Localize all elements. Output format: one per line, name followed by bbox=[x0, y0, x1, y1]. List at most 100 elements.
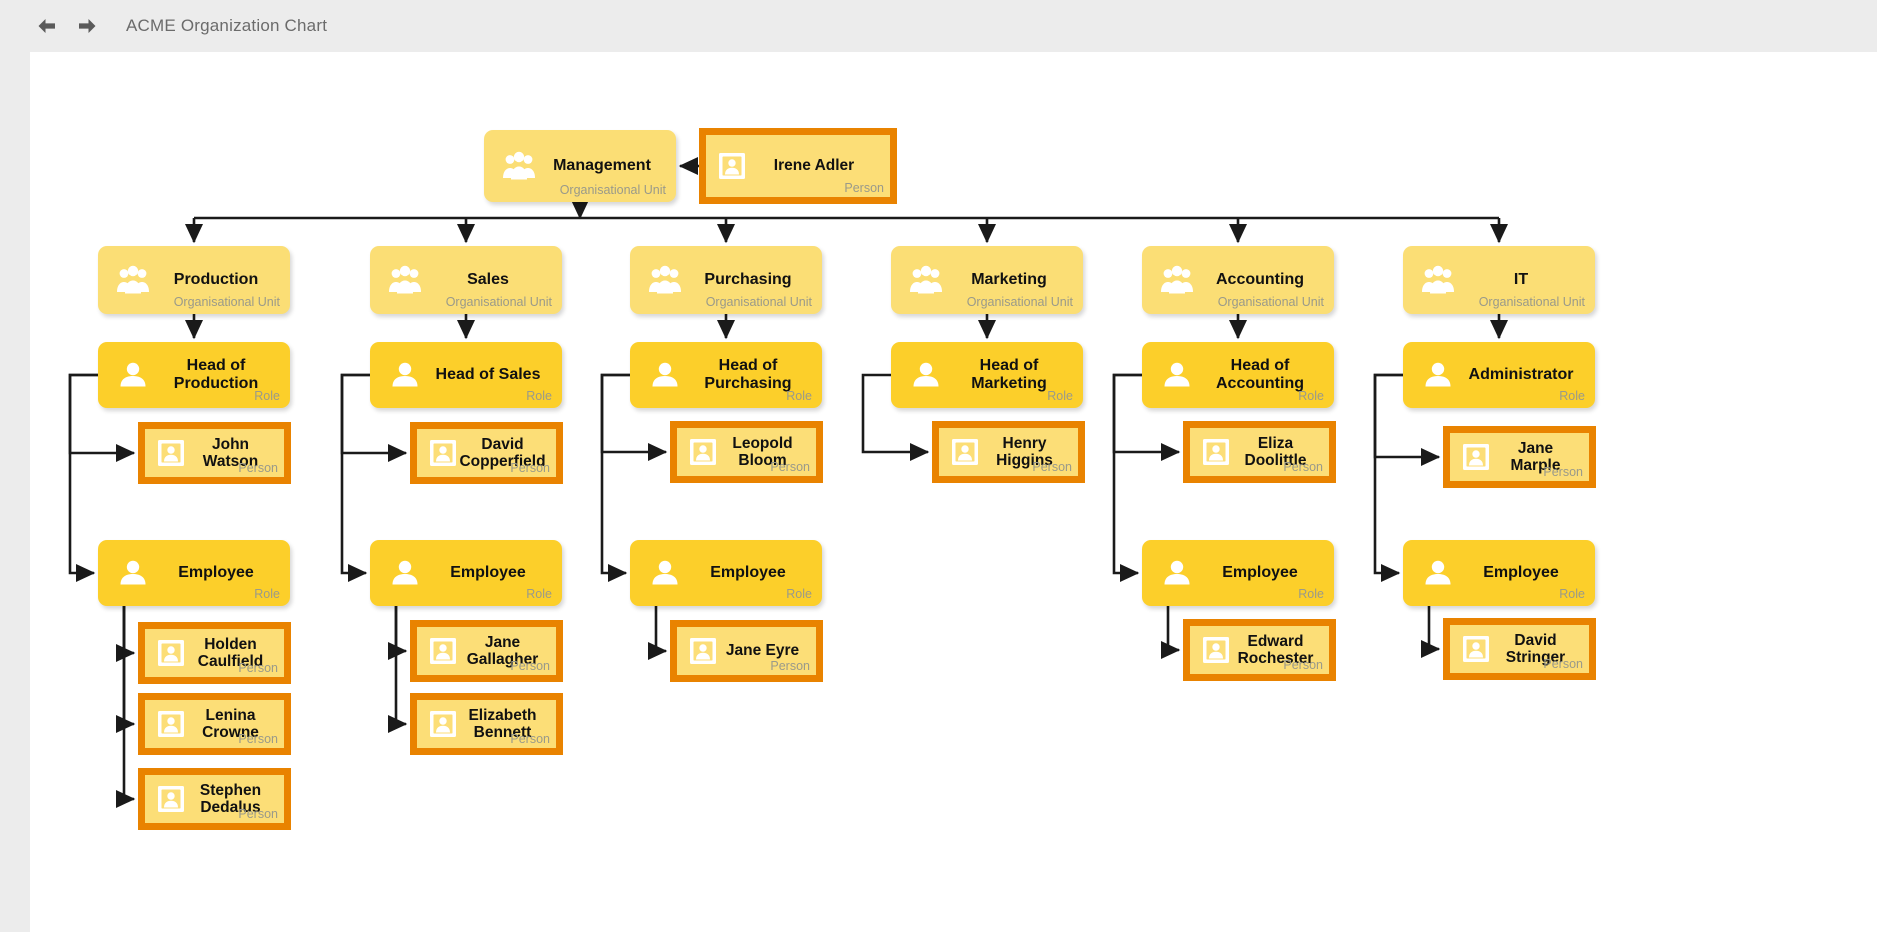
node-label: Employee bbox=[178, 564, 254, 582]
node-label: Purchasing bbox=[704, 271, 792, 289]
connector bbox=[1373, 373, 1403, 583]
node-label: Lenina Crowne bbox=[202, 706, 259, 741]
connector bbox=[340, 373, 370, 583]
node-label: Head of Production bbox=[173, 357, 259, 392]
person-silhouette-icon bbox=[1160, 358, 1194, 392]
node-type-label: Person bbox=[510, 461, 550, 475]
node-label: Henry Higgins bbox=[996, 434, 1053, 469]
app-header: ACME Organization Chart bbox=[0, 0, 1877, 52]
node-label: Employee bbox=[710, 564, 786, 582]
node-label: Eliza Doolittle bbox=[1244, 434, 1307, 469]
group-icon bbox=[502, 149, 536, 183]
person-badge-icon bbox=[429, 439, 457, 467]
person-silhouette-icon bbox=[1421, 556, 1455, 590]
node-label: Employee bbox=[1483, 564, 1559, 582]
node-type-label: Person bbox=[770, 659, 810, 673]
person-badge-icon bbox=[718, 152, 746, 180]
node-label: Elizabeth Bennett bbox=[468, 706, 537, 741]
person-silhouette-icon bbox=[388, 358, 422, 392]
person-badge-icon bbox=[157, 710, 185, 738]
node-type-label: Role bbox=[1047, 389, 1073, 403]
person-silhouette-icon bbox=[648, 358, 682, 392]
node-label: Sales bbox=[467, 271, 509, 289]
node-type-label: Person bbox=[844, 181, 884, 195]
node-type-label: Organisational Unit bbox=[173, 295, 280, 309]
connector bbox=[1112, 373, 1142, 583]
node-type-label: Person bbox=[1283, 460, 1323, 474]
person-badge-icon bbox=[1462, 443, 1490, 471]
person-silhouette-icon bbox=[909, 358, 943, 392]
person-badge-icon bbox=[689, 637, 717, 665]
node-type-label: Role bbox=[1298, 389, 1324, 403]
person-badge-icon bbox=[951, 438, 979, 466]
node-type-label: Person bbox=[770, 460, 810, 474]
node-type-label: Organisational Unit bbox=[559, 183, 666, 197]
person-badge-icon bbox=[429, 710, 457, 738]
connector bbox=[1420, 606, 1441, 659]
person-badge-icon bbox=[157, 639, 185, 667]
node-label: Administrator bbox=[1468, 366, 1574, 384]
node-type-label: Person bbox=[1032, 460, 1072, 474]
node-label: Management bbox=[553, 157, 651, 175]
connector-lines bbox=[68, 156, 1509, 809]
connector bbox=[115, 606, 136, 809]
group-icon bbox=[388, 263, 422, 297]
node-type-label: Role bbox=[1298, 587, 1324, 601]
group-icon bbox=[909, 263, 943, 297]
node-type-label: Role bbox=[1559, 587, 1585, 601]
node-type-label: Role bbox=[254, 587, 280, 601]
node-type-label: Person bbox=[1543, 465, 1583, 479]
arrow-left-icon[interactable] bbox=[34, 13, 60, 39]
node-type-label: Role bbox=[526, 587, 552, 601]
node-label: Jane Marple bbox=[1510, 439, 1561, 474]
node-label: Employee bbox=[450, 564, 526, 582]
node-label: Jane Eyre bbox=[725, 642, 800, 660]
connector bbox=[387, 606, 408, 734]
node-label: Head of Marketing bbox=[971, 357, 1047, 392]
node-label: David Copperfield bbox=[459, 435, 546, 470]
connector bbox=[1160, 606, 1181, 660]
connector bbox=[115, 606, 136, 663]
person-silhouette-icon bbox=[1421, 358, 1455, 392]
connector bbox=[600, 373, 630, 583]
person-badge-icon bbox=[157, 785, 185, 813]
node-type-label: Person bbox=[510, 732, 550, 746]
person-silhouette-icon bbox=[1160, 556, 1194, 590]
arrow-right-icon[interactable] bbox=[74, 13, 100, 39]
node-label: IT bbox=[1513, 271, 1529, 289]
